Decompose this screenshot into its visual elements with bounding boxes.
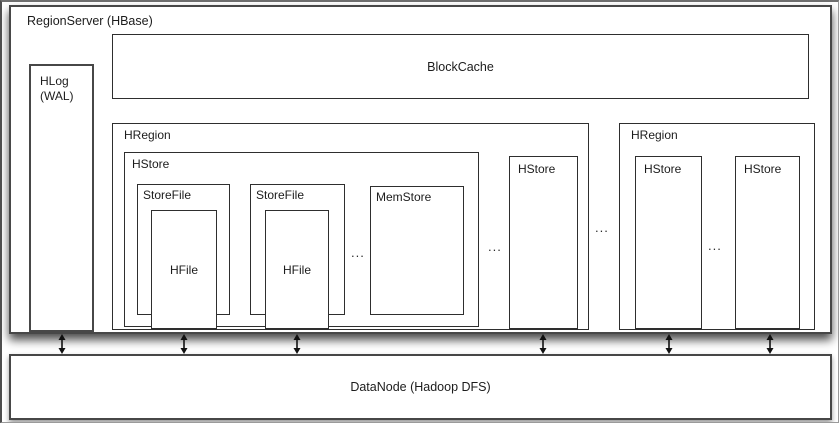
storefile-2-label: StoreFile — [256, 188, 305, 202]
datanode-box: DataNode (Hadoop DFS) — [9, 354, 832, 420]
hstore-region2-right-box: HStore — [735, 156, 800, 329]
hregion-1-label: HRegion — [124, 128, 171, 142]
more-hstores-region1-ellipsis: ... — [488, 239, 502, 254]
memstore-box: MemStore — [370, 186, 464, 315]
hfile-2-box: HFile — [265, 210, 329, 329]
hlog-label-line1: HLog — [40, 74, 69, 88]
bidirectional-arrow — [293, 334, 301, 354]
hstore-region1-right-label: HStore — [518, 162, 556, 176]
more-hstores-region2-ellipsis: ... — [708, 238, 722, 253]
more-regions-ellipsis: ... — [595, 220, 609, 235]
hfile-2-label: HFile — [282, 262, 311, 277]
memstore-label: MemStore — [376, 190, 432, 204]
hstore-region1-right-box: HStore — [509, 156, 578, 329]
bidirectional-arrow — [180, 334, 188, 354]
bidirectional-arrow — [58, 334, 66, 354]
block-cache-label: BlockCache — [427, 59, 494, 74]
datanode-label: DataNode (Hadoop DFS) — [350, 380, 491, 394]
hstore-main-label: HStore — [132, 157, 170, 171]
hfile-1-label: HFile — [169, 262, 198, 277]
region-server-label: RegionServer (HBase) — [27, 14, 153, 28]
hstore-region2-left-box: HStore — [635, 156, 702, 329]
bidirectional-arrow — [665, 334, 673, 354]
block-cache-box: BlockCache — [112, 34, 809, 99]
hfile-1-box: HFile — [151, 210, 217, 329]
hlog-wal-label: HLog (WAL) — [40, 74, 74, 104]
hlog-wal-box: HLog (WAL) — [29, 64, 94, 332]
hlog-label-line2: (WAL) — [40, 89, 74, 103]
hstore-region2-right-label: HStore — [744, 162, 782, 176]
hregion-2-label: HRegion — [631, 128, 678, 142]
storefile-1-label: StoreFile — [143, 188, 192, 202]
more-storefiles-ellipsis: ... — [351, 245, 365, 260]
bidirectional-arrow — [539, 334, 547, 354]
connection-arrows — [58, 334, 774, 354]
hstore-region2-left-label: HStore — [644, 162, 682, 176]
bidirectional-arrow — [766, 334, 774, 354]
